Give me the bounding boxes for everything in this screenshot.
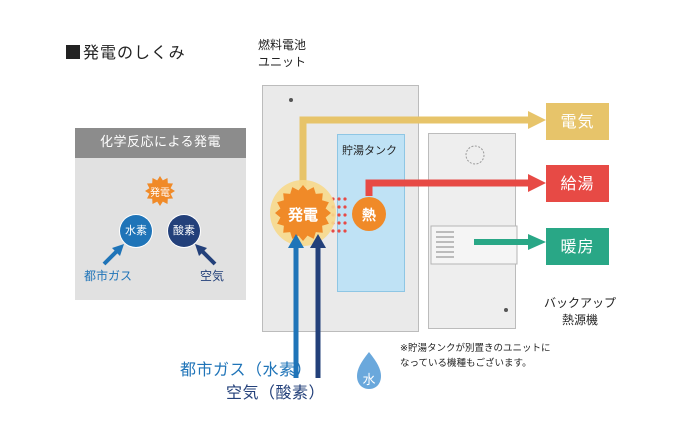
panel-city-gas-arrowhead — [112, 244, 124, 256]
electricity-flow-line — [299, 116, 530, 186]
hot-water-flow-line — [365, 179, 530, 196]
city-gas-arrowhead — [288, 234, 304, 248]
hydrogen-circle: 水素 — [120, 215, 152, 247]
air-arrowhead — [310, 234, 326, 248]
heat-label: 熱 — [362, 208, 376, 224]
footnote-line1: ※貯湯タンクが別置きのユニットに — [400, 343, 551, 354]
city-gas-input-label: 都市ガス（水素） — [180, 360, 313, 379]
reaction-burst-icon — [145, 176, 175, 206]
title-square-icon — [66, 45, 80, 59]
generator-burst-icon — [275, 185, 331, 241]
backup-heater-base — [428, 276, 516, 329]
electricity-output: 電気 — [546, 103, 609, 140]
panel-air-label: 空気 — [200, 269, 225, 283]
hot-water-arrowhead — [528, 174, 546, 192]
hot-water-tank-label: 貯湯タンク — [342, 144, 397, 157]
electricity-arrowhead — [528, 111, 546, 129]
water-drop-icon — [357, 352, 381, 389]
reaction-generation-label: 発電 — [150, 188, 170, 199]
fuel-cell-unit-label-line1: 燃料電池 — [258, 38, 307, 52]
panel-air-arrow-line — [199, 248, 217, 266]
panel-air-arrowhead — [195, 244, 207, 256]
diagram-title: 発電のしくみ — [66, 39, 186, 63]
heat-circle — [352, 197, 386, 231]
panel-city-gas-arrow-line — [102, 248, 120, 266]
panel-city-gas-label: 都市ガス — [84, 269, 133, 283]
backup-pointer-dot — [504, 308, 508, 312]
footnote-line2: なっている機種もございます。 — [400, 358, 532, 369]
backup-label-line1: バックアップ — [544, 296, 617, 310]
backup-heater-label: バックアップ 熱源機 — [544, 295, 616, 329]
backup-grille — [436, 231, 454, 258]
heating-output: 暖房 — [546, 228, 609, 265]
reaction-panel-heading: 化学反応による発電 — [75, 128, 246, 158]
fuel-cell-unit-label: 燃料電池 ユニット — [258, 37, 306, 71]
backup-vent-icon — [465, 145, 485, 165]
air-input-label: 空気（酸素） — [226, 383, 326, 402]
fuel-cell-pointer-dot — [289, 98, 293, 102]
hot-water-output: 給湯 — [546, 165, 609, 202]
fuel-cell-unit-label-line2: ユニット — [258, 55, 307, 69]
water-label: 水 — [362, 373, 376, 388]
title-text: 発電のしくみ — [83, 43, 186, 62]
heating-arrowhead — [528, 234, 546, 250]
generator-label: 発電 — [287, 206, 318, 224]
oxygen-circle: 酸素 — [168, 215, 200, 247]
backup-label-line2: 熱源機 — [562, 313, 599, 327]
footnote: ※貯湯タンクが別置きのユニットに なっている機種もございます。 — [400, 341, 550, 371]
